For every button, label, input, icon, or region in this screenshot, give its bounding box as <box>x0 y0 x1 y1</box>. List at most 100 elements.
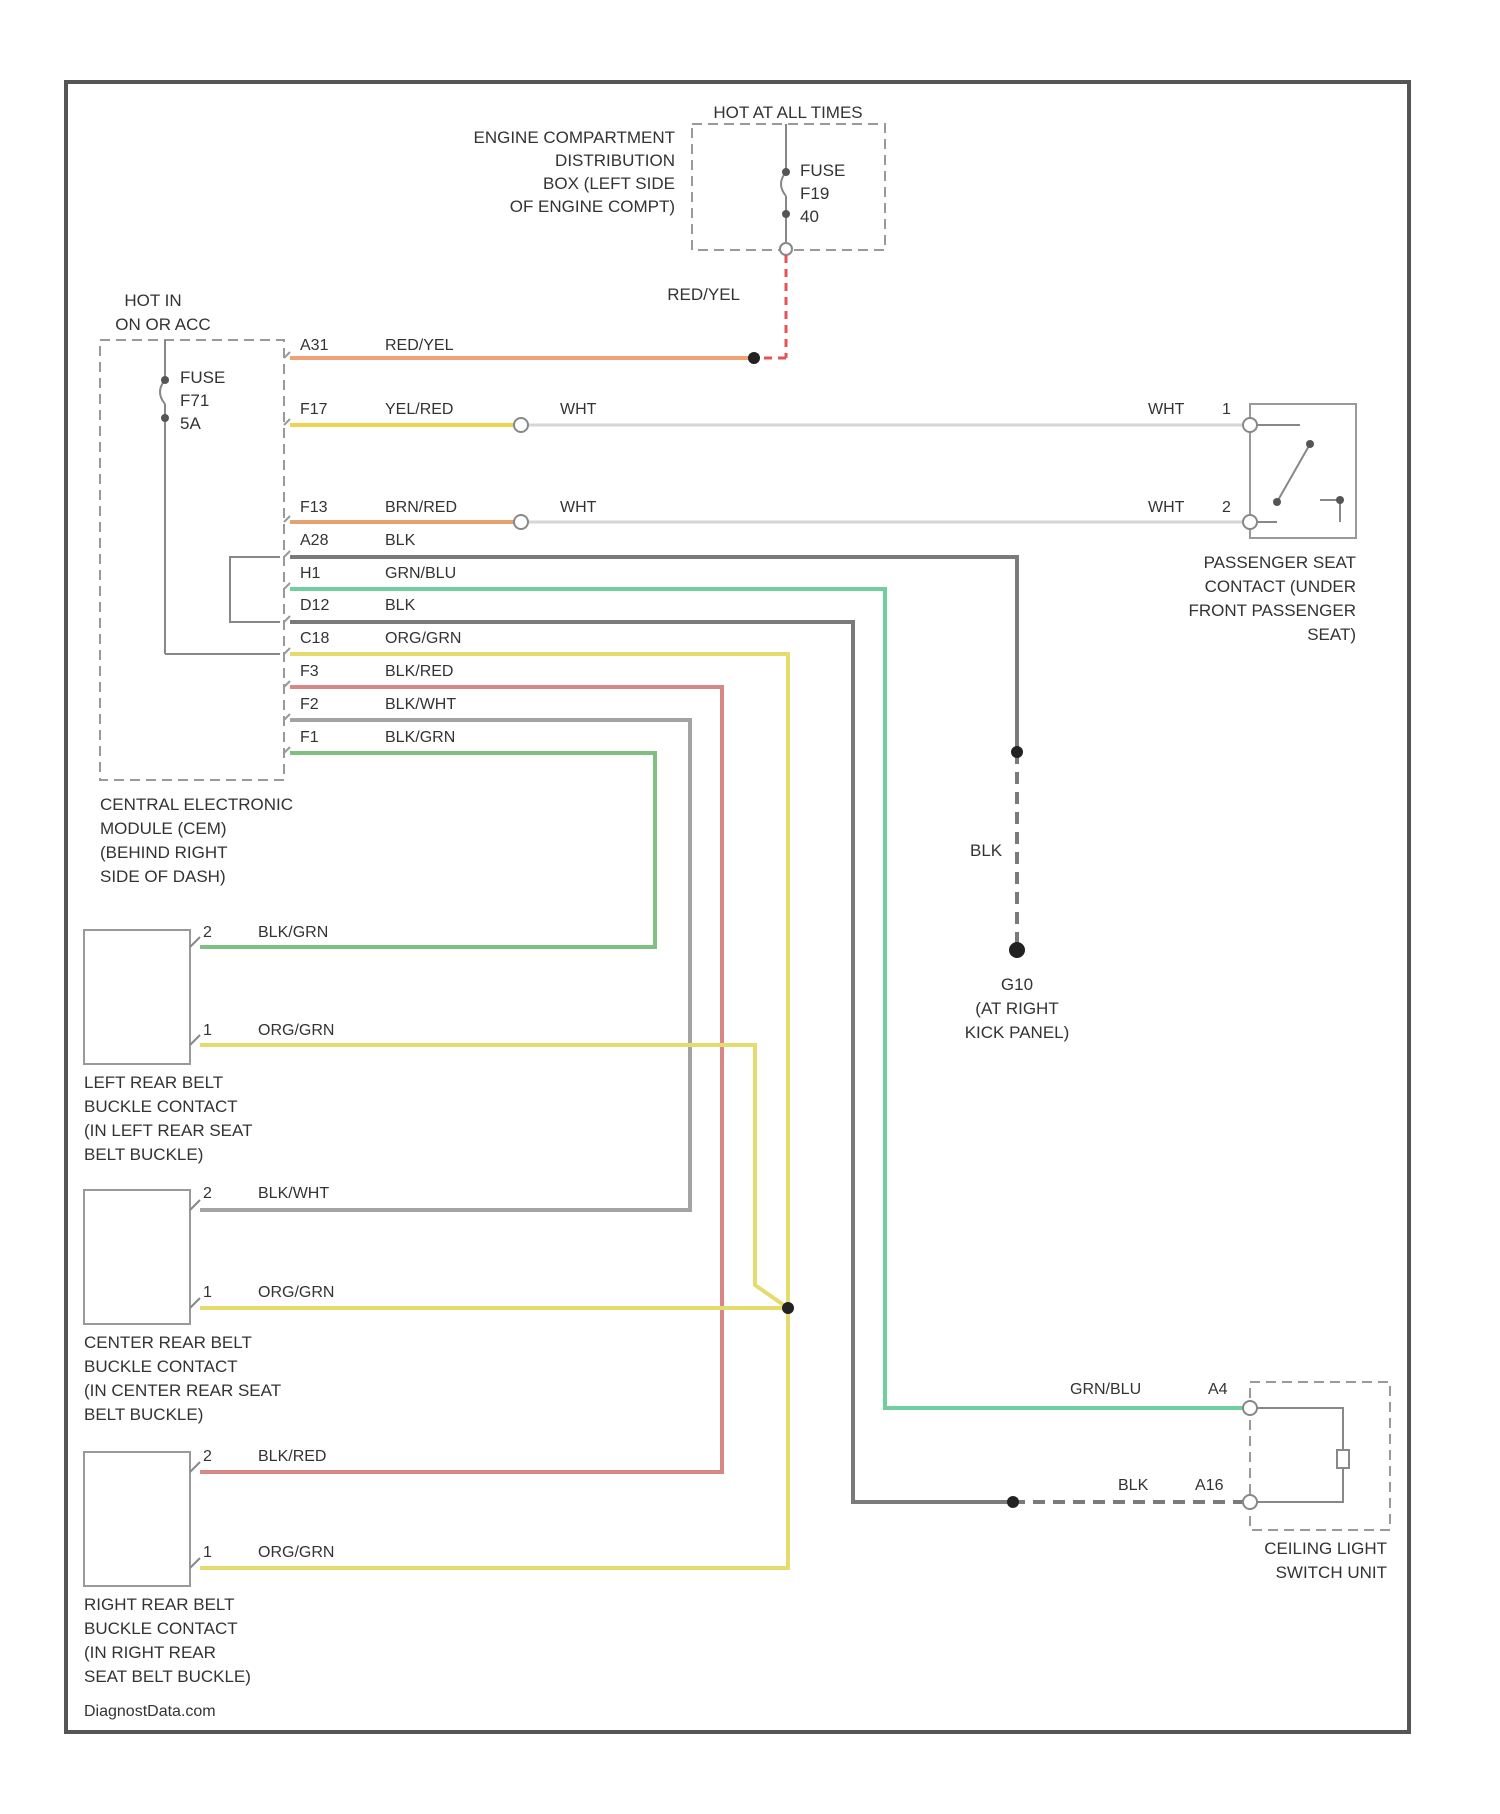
right-rear-name-1: RIGHT REAR BELT <box>84 1595 235 1614</box>
cem-pin-labels: A31 RED/YEL F17 YEL/RED F13 BRN/RED A28 … <box>300 337 461 746</box>
right-rear-wire-2: BLK/RED <box>258 1448 326 1465</box>
center-rear-belt-buckle: 2 BLK/WHT 1 ORG/GRN CENTER REAR BELT BUC… <box>84 1185 334 1424</box>
center-rear-name-1: CENTER REAR BELT <box>84 1333 252 1352</box>
connector-brn-red <box>514 515 528 529</box>
wire-label-wht-2-left: WHT <box>560 499 597 516</box>
splice-org-grn <box>782 1302 794 1314</box>
ceiling-light-internal <box>1257 1408 1343 1502</box>
left-rear-name-2: BUCKLE CONTACT <box>84 1097 238 1116</box>
ceiling-light-element <box>1337 1450 1349 1468</box>
ceiling-light-name-2: SWITCH UNIT <box>1276 1563 1387 1582</box>
passenger-seat-name-2: CONTACT (UNDER <box>1205 577 1356 596</box>
right-rear-pin-2-stub <box>190 1462 200 1472</box>
ceiling-light-name-1: CEILING LIGHT <box>1264 1539 1387 1558</box>
left-rear-name-3: (IN LEFT REAR SEAT <box>84 1121 252 1140</box>
right-rear-pin-1-stub <box>190 1558 200 1568</box>
cem-pin-c18: C18 <box>300 630 329 647</box>
cem-wire-h1: GRN/BLU <box>385 565 456 582</box>
fuse-f19-label-2: F19 <box>800 184 829 203</box>
ceiling-light-switch-unit: GRN/BLU A4 BLK A16 CEILING LIGHT SWITCH … <box>1070 1381 1390 1582</box>
ceiling-light-pin-a4-label: A4 <box>1208 1381 1228 1398</box>
cem-pin-h1: H1 <box>300 565 321 582</box>
passenger-seat-switch <box>1257 425 1340 522</box>
right-rear-wire-1: ORG/GRN <box>258 1544 334 1561</box>
cem-name-1: CENTRAL ELECTRONIC <box>100 795 293 814</box>
cem-name-2: MODULE (CEM) <box>100 819 227 838</box>
distribution-box-location-1: ENGINE COMPARTMENT <box>474 128 676 147</box>
passenger-seat-switch-dot-2 <box>1273 498 1281 506</box>
distribution-box-location-3: BOX (LEFT SIDE <box>543 174 675 193</box>
fuse-f19-label-3: 40 <box>800 207 819 226</box>
ground-wire-label: BLK <box>970 841 1003 860</box>
center-rear-name-3: (IN CENTER REAR SEAT <box>84 1381 281 1400</box>
center-rear-name-4: BELT BUCKLE) <box>84 1405 203 1424</box>
ground-g10-point <box>1009 942 1025 958</box>
wire-label-red-yel-top: RED/YEL <box>667 285 740 304</box>
ceiling-light-pin-a16 <box>1243 1495 1257 1509</box>
central-electronic-module: HOT IN ON OR ACC FUSE F71 5A CENTRAL ELE… <box>100 291 293 886</box>
fuse-f71-dot-top <box>161 376 169 384</box>
right-rear-name-4: SEAT BELT BUCKLE) <box>84 1667 251 1686</box>
left-rear-wire-2: BLK/GRN <box>258 924 328 941</box>
right-rear-pin-2: 2 <box>203 1448 212 1465</box>
right-rear-buckle-box <box>84 1452 190 1586</box>
fuse-f71-label-1: FUSE <box>180 368 225 387</box>
splices <box>514 352 1025 1508</box>
fuse-f71-dot-bottom <box>161 414 169 422</box>
left-rear-buckle-box <box>84 930 190 1064</box>
right-rear-name-2: BUCKLE CONTACT <box>84 1619 238 1638</box>
cem-pin-f13: F13 <box>300 499 328 516</box>
cem-wire-f2: BLK/WHT <box>385 696 456 713</box>
ceiling-light-wire-a4: GRN/BLU <box>1070 1381 1141 1398</box>
ground-name-2: (AT RIGHT <box>975 999 1058 1018</box>
left-rear-pin-1: 1 <box>203 1022 212 1039</box>
cem-wire-a28: BLK <box>385 532 416 549</box>
cem-wire-a31: RED/YEL <box>385 337 454 354</box>
engine-distribution-box: HOT AT ALL TIMES ENGINE COMPARTMENT DIST… <box>474 103 886 358</box>
cem-pin-f1: F1 <box>300 729 319 746</box>
splice-blk-ceiling <box>1007 1496 1019 1508</box>
left-rear-name-1: LEFT REAR BELT <box>84 1073 223 1092</box>
center-rear-pin-2: 2 <box>203 1185 212 1202</box>
center-rear-name-2: BUCKLE CONTACT <box>84 1357 238 1376</box>
fuse-f71-label-3: 5A <box>180 414 201 433</box>
fuse-f19-label-1: FUSE <box>800 161 845 180</box>
cem-pin-stub-a28 <box>284 551 290 557</box>
cem-name-4: SIDE OF DASH) <box>100 867 226 886</box>
distribution-box-outline <box>692 124 885 250</box>
buckle-connectors <box>190 937 200 1568</box>
ground-name-1: G10 <box>1001 975 1033 994</box>
fuse-f19-dot-top <box>782 168 790 176</box>
fuse-f19-dot-bottom <box>782 210 790 218</box>
passenger-seat-name-3: FRONT PASSENGER <box>1188 601 1356 620</box>
cem-pin-stub-d12 <box>284 616 290 622</box>
right-rear-pin-1: 1 <box>203 1544 212 1561</box>
cem-pin-d12: D12 <box>300 597 329 614</box>
left-rear-wire-1: ORG/GRN <box>258 1022 334 1039</box>
passenger-seat-switch-dot-1 <box>1306 440 1314 448</box>
wire-label-wht-2-right: WHT <box>1148 499 1185 516</box>
ceiling-light-pin-a16-label: A16 <box>1195 1477 1224 1494</box>
center-rear-pin-1-stub <box>190 1298 200 1308</box>
distribution-box-location-4: OF ENGINE COMPT) <box>510 197 675 216</box>
center-rear-buckle-box <box>84 1190 190 1324</box>
passenger-seat-pin-1-label: 1 <box>1222 401 1231 418</box>
cem-pin-f2: F2 <box>300 696 319 713</box>
cem-wire-d12: BLK <box>385 597 416 614</box>
ceiling-light-outline <box>1250 1382 1390 1530</box>
cem-heading-2: ON OR ACC <box>115 315 210 334</box>
passenger-seat-pin-2 <box>1243 515 1257 529</box>
cem-wire-f13: BRN/RED <box>385 499 457 516</box>
fuse-f71-label-2: F71 <box>180 391 209 410</box>
ground-name-3: KICK PANEL) <box>965 1023 1070 1042</box>
cem-internal-loop <box>230 557 280 622</box>
wire-label-wht-1-left: WHT <box>560 401 597 418</box>
cem-name-3: (BEHIND RIGHT <box>100 843 228 862</box>
ceiling-light-wire-a16: BLK <box>1118 1477 1149 1494</box>
splice-blk-a28 <box>1011 746 1023 758</box>
left-rear-name-4: BELT BUCKLE) <box>84 1145 203 1164</box>
center-rear-pin-2-stub <box>190 1200 200 1210</box>
wire-label-wht-1-right: WHT <box>1148 401 1185 418</box>
cem-wire-c18: ORG/GRN <box>385 630 461 647</box>
cem-pin-a28: A28 <box>300 532 329 549</box>
